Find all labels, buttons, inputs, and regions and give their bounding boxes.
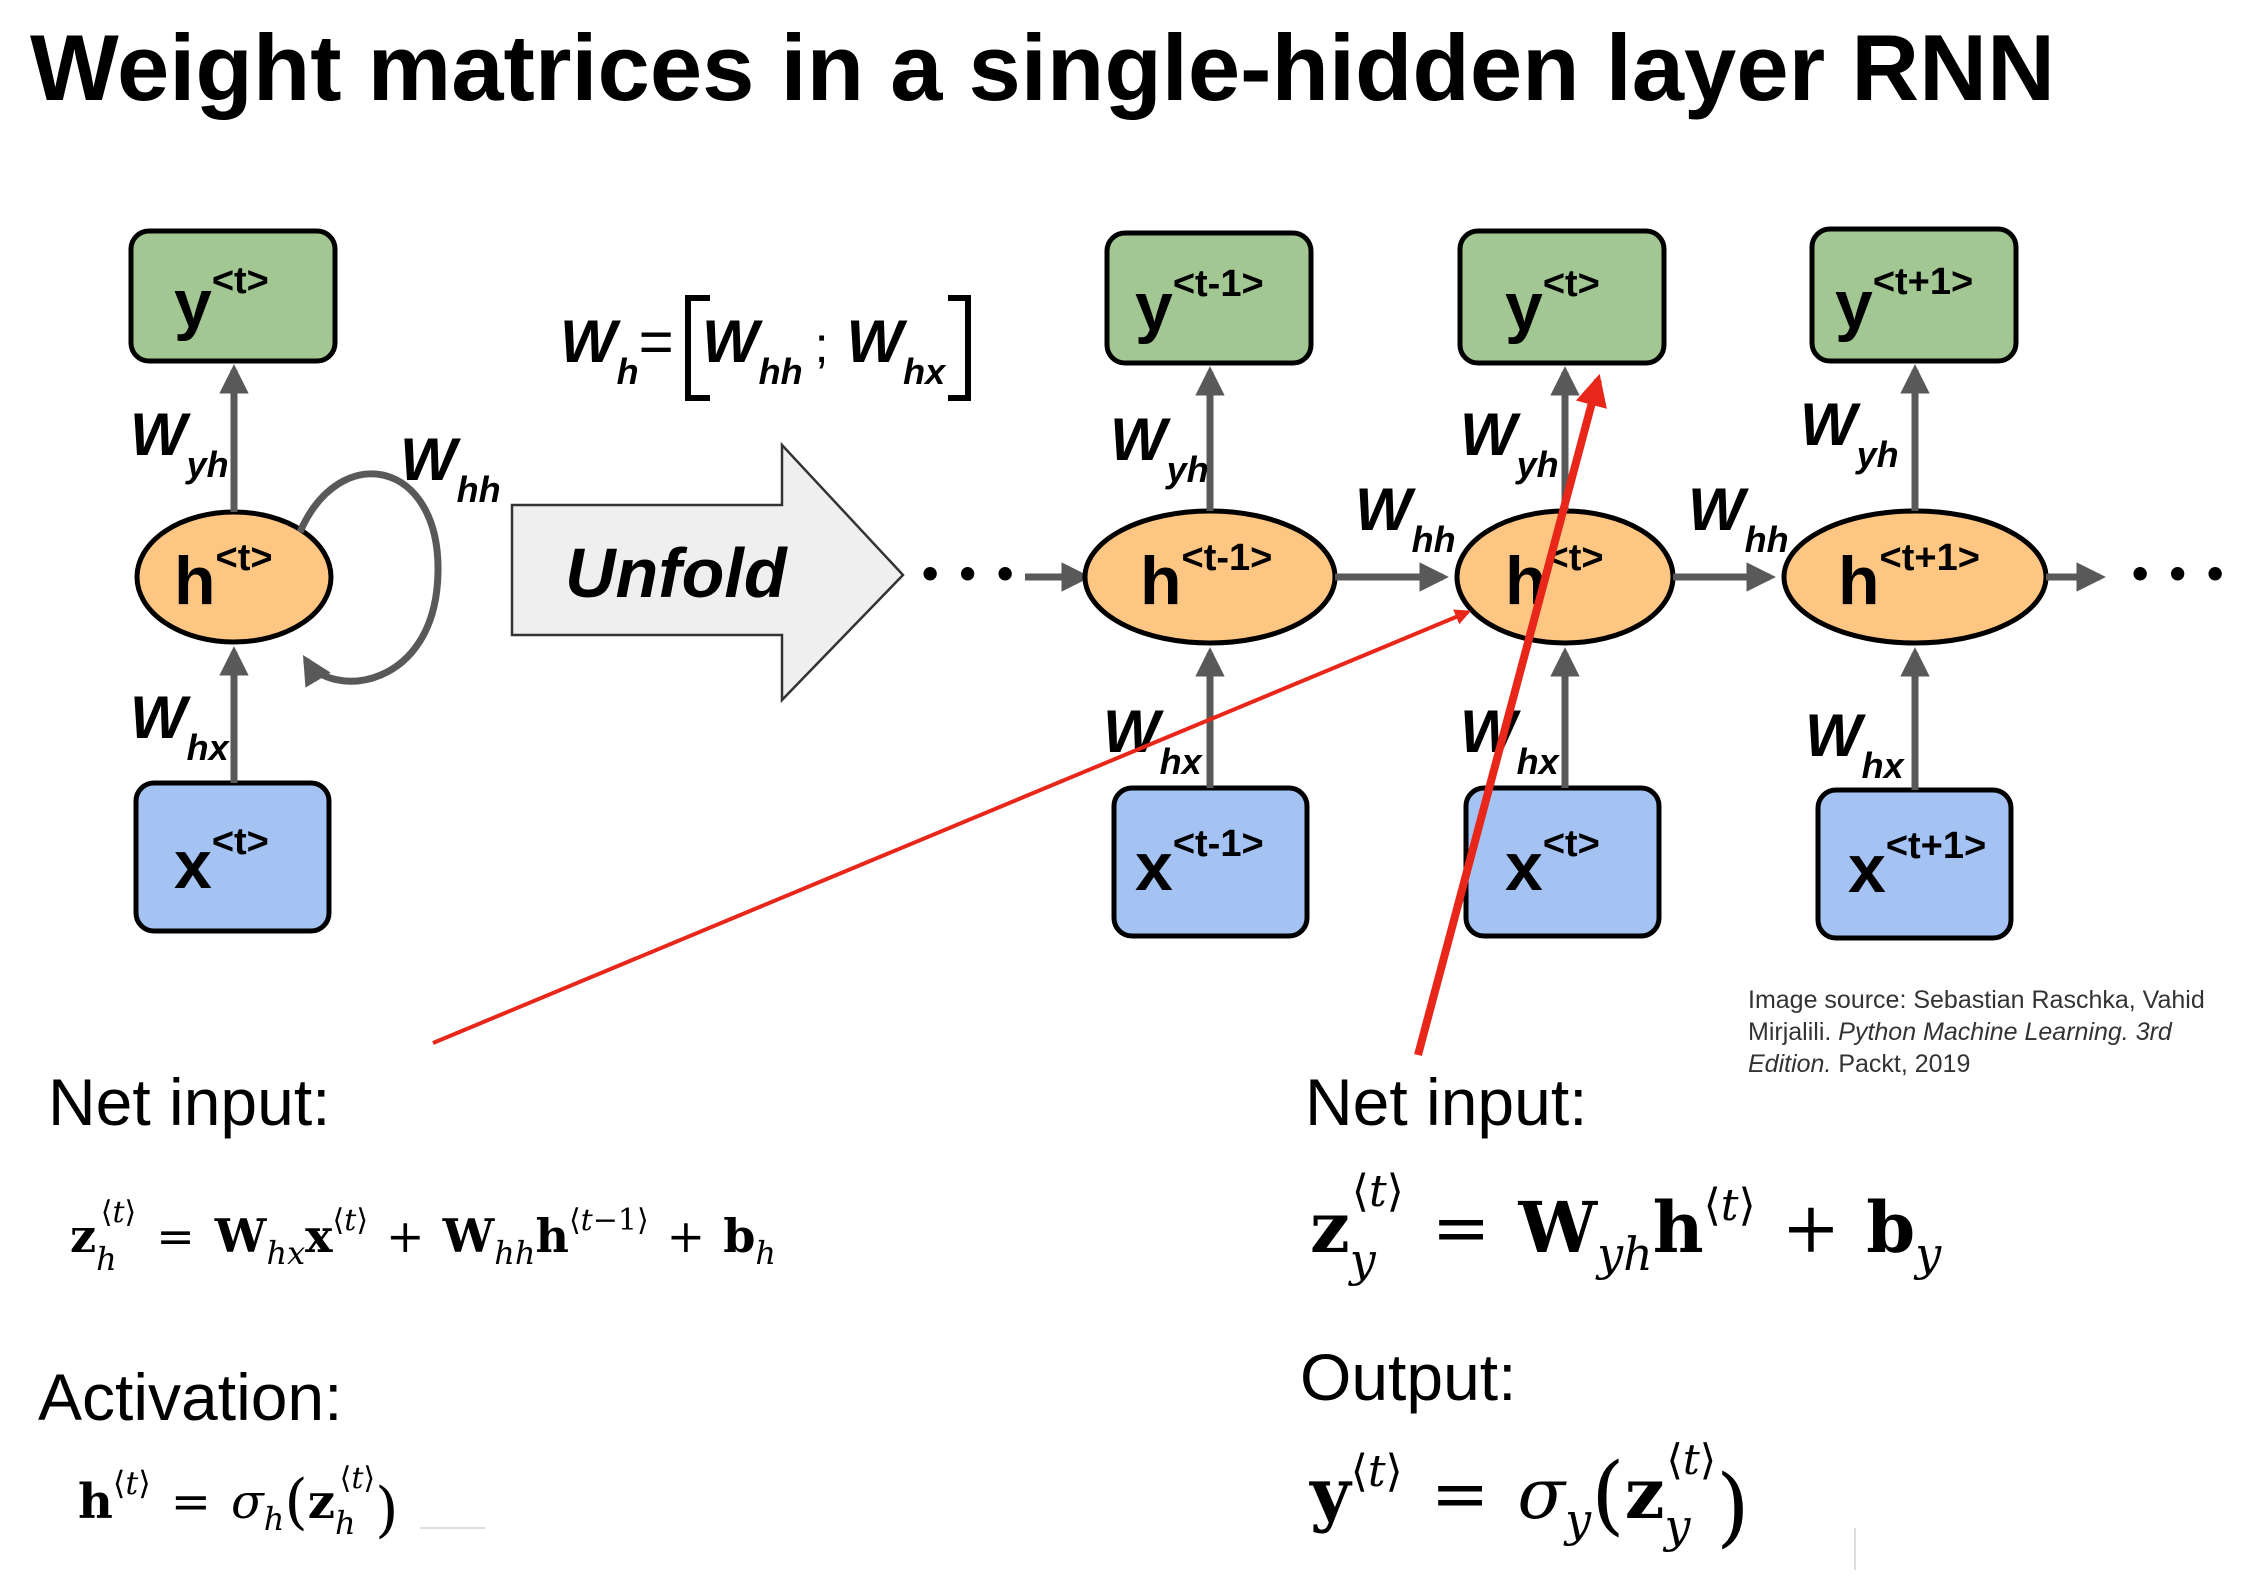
right-net-input-heading: Net input: xyxy=(1305,1065,1588,1139)
page-title: Weight matrices in a single-hidden layer… xyxy=(30,15,2055,120)
left-net-input-formula: zh⟨t⟩=Whxx⟨t⟩+Whhh⟨t−1⟩+bh xyxy=(70,1195,776,1278)
wh-equation: Wh= Whh;Whx xyxy=(560,295,971,401)
folded-w-hh-label: Whh xyxy=(400,426,501,510)
left-equations: Net input: zh⟨t⟩=Whxx⟨t⟩+Whhh⟨t−1⟩+bh Ac… xyxy=(38,1065,776,1545)
image-source-credit: Image source: Sebastian Raschka, Vahid M… xyxy=(1748,986,2205,1078)
activation-formula: h⟨t⟩=σh(zh⟨t⟩) xyxy=(78,1461,399,1545)
input-label-t-minus-1: x<t-1> xyxy=(1135,823,1264,905)
right-bracket xyxy=(948,295,971,401)
unfold-arrow: Unfold xyxy=(510,441,905,704)
left-bracket xyxy=(685,295,710,401)
w-yh-label-t-minus-1: Wyh xyxy=(1110,406,1209,490)
activation-heading: Activation: xyxy=(38,1360,342,1434)
output-heading: Output: xyxy=(1300,1340,1516,1414)
source-line-3: Edition. Packt, 2019 xyxy=(1748,1050,1970,1078)
output-node-t xyxy=(1457,228,1667,366)
right-equations: Net input: zy⟨t⟩=Wyhh⟨t⟩+by Output: y⟨t⟩… xyxy=(1300,1065,1942,1570)
annotation-arrow-to-hidden xyxy=(432,609,1471,1045)
output-label-t: y<t> xyxy=(1505,263,1600,345)
folded-w-yh-label: Wyh xyxy=(130,401,229,485)
folded-input-label: x<t> xyxy=(174,821,269,903)
step-t-plus-1: y<t+1> h<t+1> x<t+1> Wyh Whx xyxy=(1781,226,2049,941)
source-line-1: Image source: Sebastian Raschka, Vahid xyxy=(1748,986,2205,1014)
w-hh-label-1: Whh xyxy=(1355,476,1456,560)
unfold-label: Unfold xyxy=(565,534,788,612)
step-t: y<t> h<t> x<t> Wyh Whx xyxy=(1454,228,1676,939)
output-node-t-plus-1 xyxy=(1809,226,2019,364)
folded-w-hx-label: Whx xyxy=(130,684,231,768)
unfolded-rnn: • • • y<t-1> h<t-1> x<t-1> Wyh Whx Whh y… xyxy=(918,226,2227,941)
input-label-t-plus-1: x<t+1> xyxy=(1848,825,1986,907)
w-hx-label-t-minus-1: Whx xyxy=(1103,698,1204,782)
ellipsis-leading: • • • xyxy=(918,553,1017,597)
w-yh-label-t-plus-1: Wyh xyxy=(1800,391,1899,475)
output-label-t-plus-1: y<t+1> xyxy=(1835,261,1973,343)
output-node-t-minus-1 xyxy=(1104,230,1314,366)
wh-lhs: Wh= xyxy=(560,308,674,392)
step-t-minus-1: y<t-1> h<t-1> x<t-1> Wyh Whx xyxy=(1082,230,1338,939)
w-yh-label-t: Wyh xyxy=(1460,401,1559,485)
hidden-label-t-plus-1: h<t+1> xyxy=(1838,537,1980,619)
folded-output-label: y<t> xyxy=(174,260,269,342)
hidden-label-t-minus-1: h<t-1> xyxy=(1140,537,1272,619)
ellipsis-trailing: • • • xyxy=(2128,553,2227,597)
left-net-input-heading: Net input: xyxy=(48,1065,331,1139)
w-hh-label-2: Whh xyxy=(1688,476,1789,560)
folded-output-node xyxy=(128,228,338,364)
input-label-t: x<t> xyxy=(1505,823,1600,905)
source-line-2: Mirjalili. Python Machine Learning. 3rd xyxy=(1748,1018,2173,1046)
output-label-t-minus-1: y<t-1> xyxy=(1135,263,1264,345)
w-hx-label-t-plus-1: Whx xyxy=(1805,702,1906,786)
wh-rhs: Whh;Whx xyxy=(702,308,947,392)
folded-w-hh-loop-arrow xyxy=(296,470,442,688)
output-formula: y⟨t⟩=σy(zy⟨t⟩) xyxy=(1309,1435,1750,1557)
folded-hidden-label: h<t> xyxy=(174,537,273,619)
annotation-arrow-to-output xyxy=(1414,373,1607,1057)
right-net-input-formula: zy⟨t⟩=Wyhh⟨t⟩+by xyxy=(1310,1166,1942,1287)
folded-rnn: y<t> h<t> x<t> Wyh Whh Whx xyxy=(128,228,501,934)
